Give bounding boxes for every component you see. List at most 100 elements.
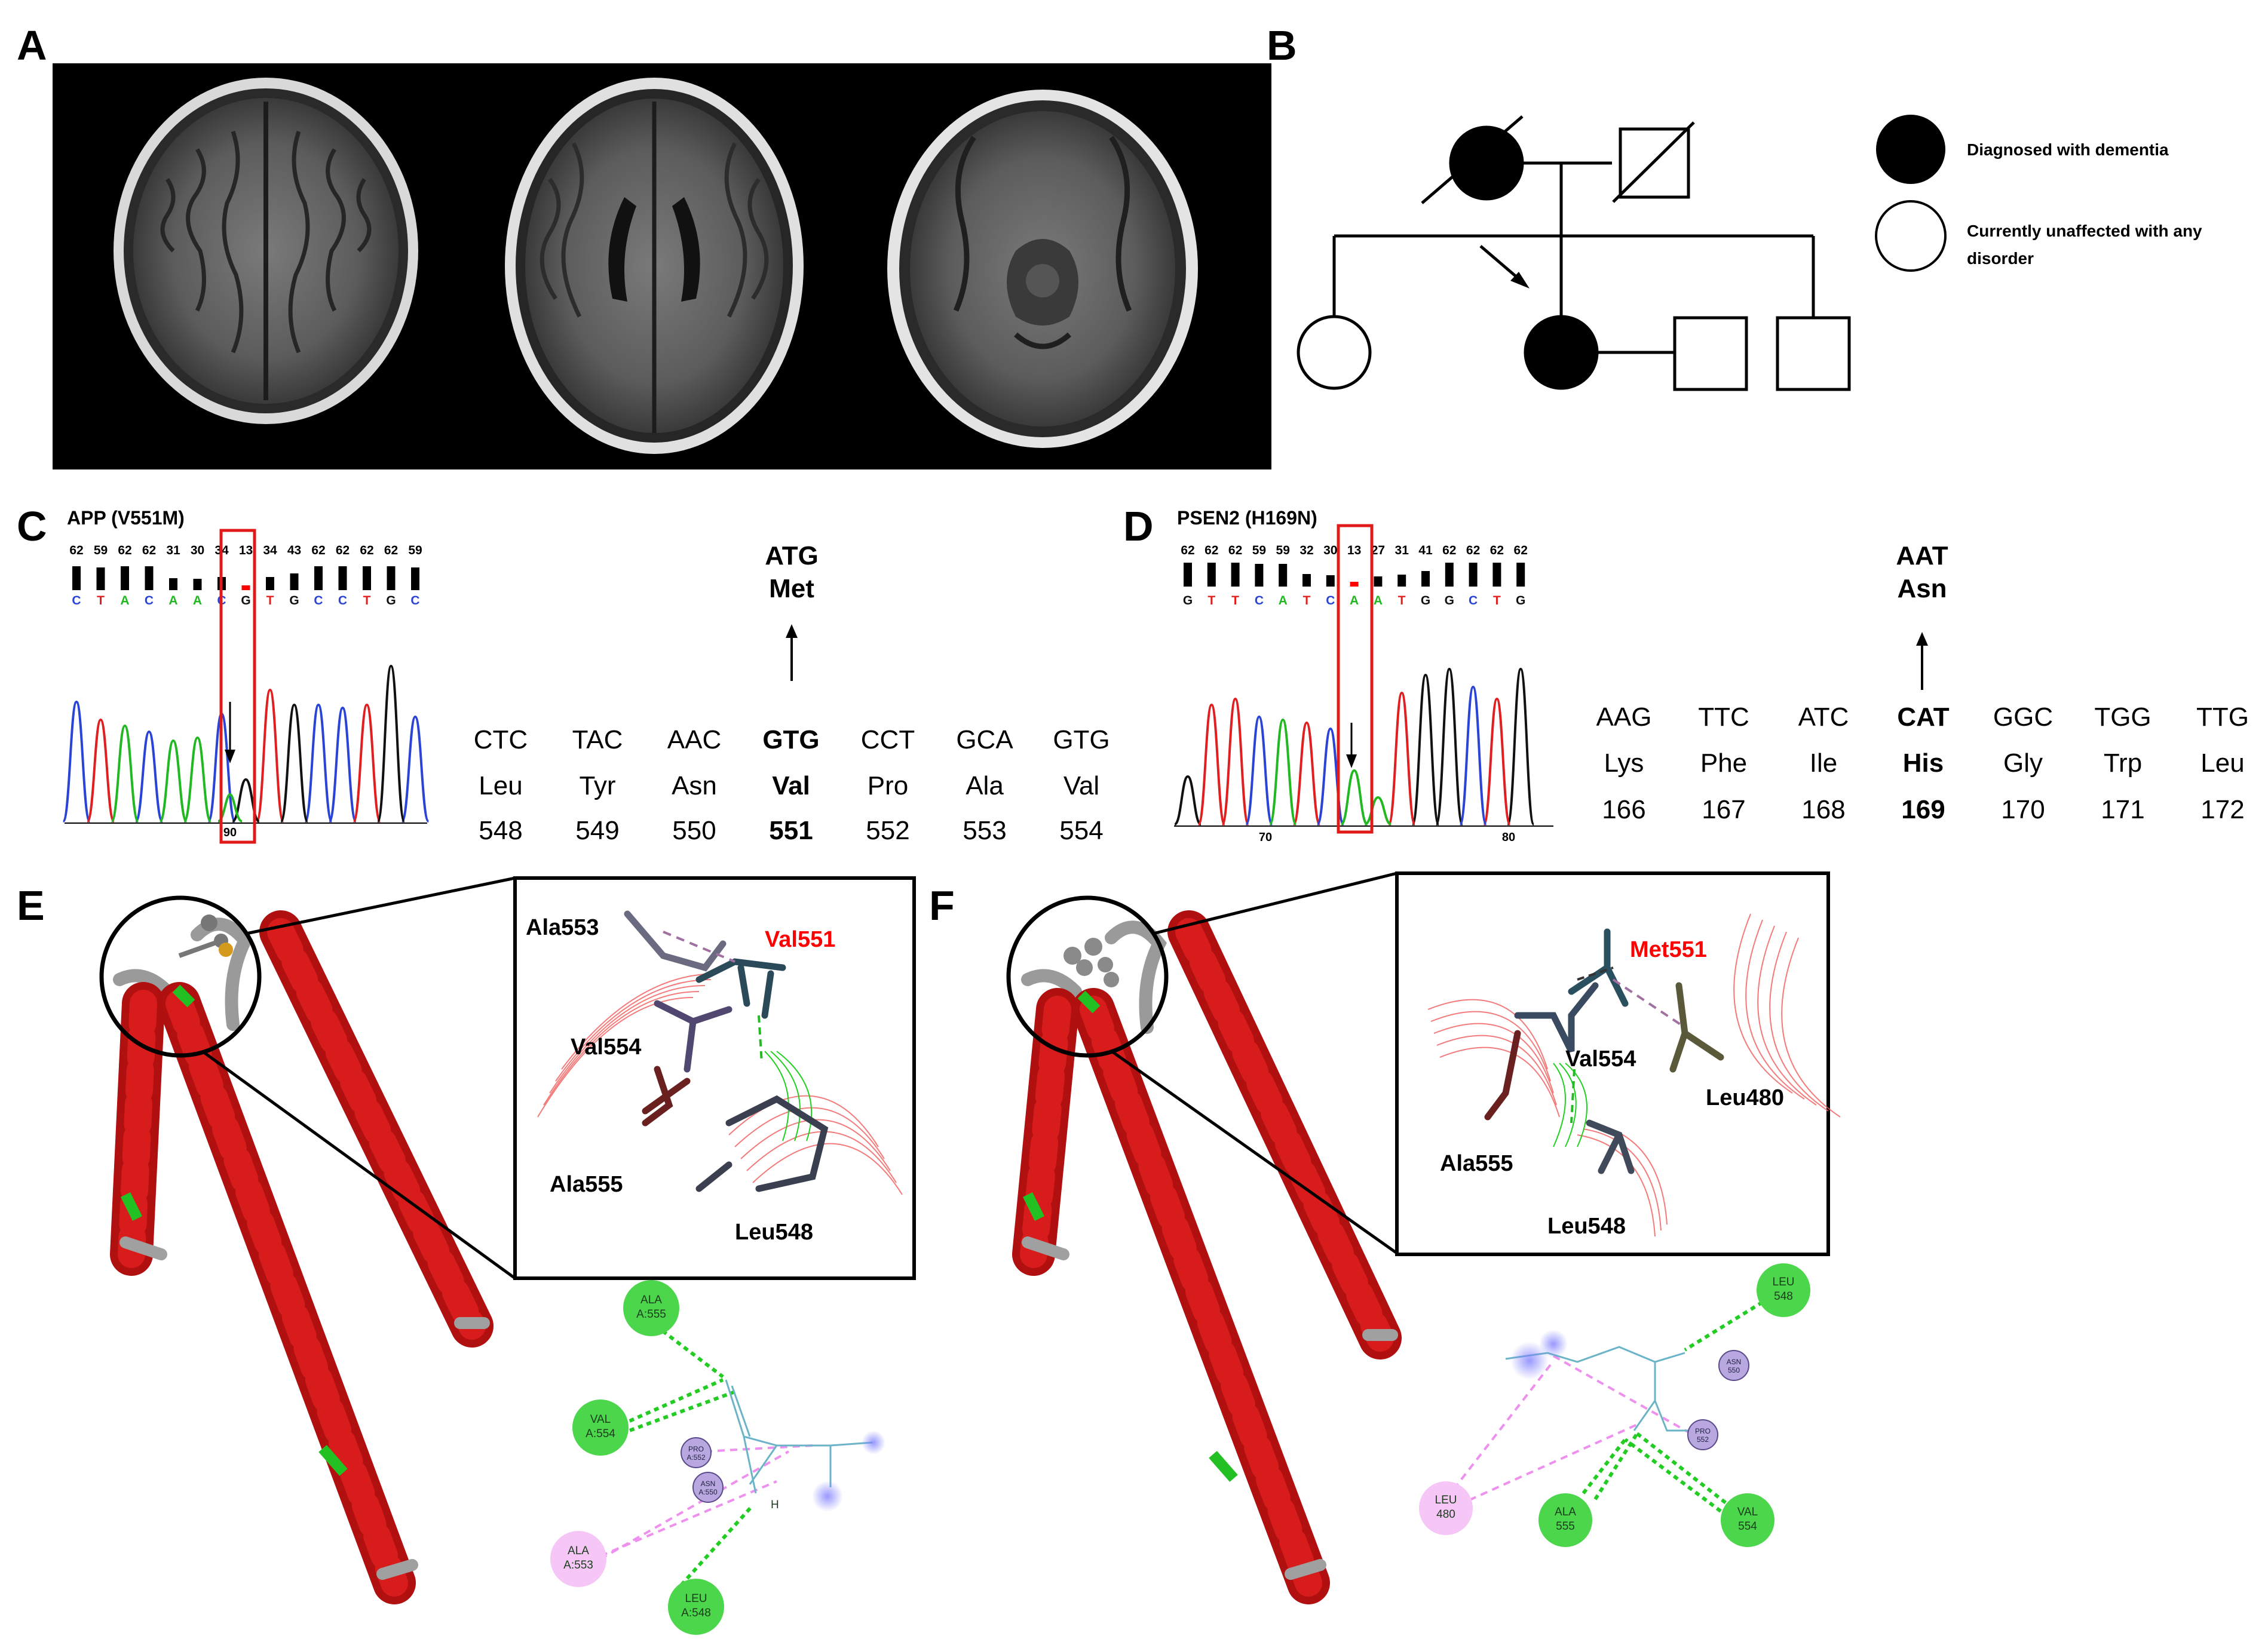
interaction-diagram-f: LEU 548 ASN 550 PRO 552 LEU 480 ALA 555 … — [1419, 1263, 1810, 1547]
quality-bar — [1279, 564, 1288, 587]
svg-text:ALA: ALA — [1555, 1506, 1576, 1518]
svg-text:548: 548 — [1774, 1290, 1793, 1303]
quality-bar — [1492, 563, 1501, 587]
amino-acid: Leu — [479, 771, 522, 800]
quality-bar — [1326, 575, 1335, 587]
trace-peak-T — [255, 688, 285, 822]
quality-bar — [266, 577, 274, 590]
quality-score: 59 — [1276, 544, 1290, 557]
codon: CCT — [861, 725, 915, 754]
base-call: C — [314, 594, 323, 607]
quality-bar — [145, 566, 154, 590]
quality-score: 62 — [311, 544, 325, 557]
svg-text:LEU: LEU — [1435, 1494, 1457, 1506]
quality-bar — [1231, 563, 1240, 587]
mutation-highlight-box-d — [1337, 524, 1374, 834]
residue-position: 172 — [2200, 795, 2244, 824]
legend-unaffected-label: Currently unaffected with any — [1967, 222, 2202, 240]
quality-bar — [1302, 574, 1311, 587]
residue-position: 171 — [2101, 795, 2144, 824]
panel-label-f: F — [929, 882, 955, 929]
residue-node-leu480-f: LEU 480 — [1419, 1481, 1473, 1535]
quality-score: 62 — [1442, 544, 1456, 557]
quality-bar — [363, 566, 371, 590]
quality-scores-d: 62G62T62T59C59A32T30C13A27A31T41G62G62C6… — [1181, 544, 1528, 607]
mri-panel — [53, 63, 1271, 469]
base-call: G — [241, 594, 250, 607]
base-call: G — [1421, 594, 1430, 607]
male-sibling — [1776, 316, 1851, 391]
trace-peak-C — [1245, 715, 1274, 825]
trace-peak-T — [1197, 703, 1226, 825]
svg-text:550: 550 — [1728, 1366, 1740, 1374]
residue-node-ala553: ALA A:553 — [550, 1531, 606, 1587]
quality-score: 62 — [1228, 544, 1242, 557]
quality-score: 59 — [94, 544, 108, 557]
trace-peak-T — [1292, 721, 1321, 825]
trace-peak-A — [1340, 769, 1369, 825]
codon: CAT — [1897, 702, 1949, 732]
residue-label-leu480: Leu480 — [1706, 1085, 1784, 1110]
base-call: C — [410, 594, 419, 607]
trace-peak-G — [1435, 667, 1464, 825]
quality-score: 62 — [1466, 544, 1480, 557]
codon: AAG — [1596, 702, 1652, 732]
residue-node-leu548: LEU A:548 — [668, 1579, 724, 1635]
mri-slice-1 — [114, 78, 418, 424]
quality-bar — [1516, 563, 1525, 587]
residue-node-pro552-f: PRO 552 — [1687, 1419, 1718, 1450]
base-call: C — [145, 594, 154, 607]
quality-score: 41 — [1418, 544, 1433, 557]
quality-score: 31 — [166, 544, 180, 557]
codon: GCA — [956, 725, 1013, 754]
quality-bar — [1374, 576, 1383, 587]
svg-text:A:552: A:552 — [686, 1453, 706, 1462]
amino-acid: Ile — [1810, 748, 1837, 778]
base-call: T — [1231, 594, 1239, 607]
quality-score: 30 — [191, 544, 204, 557]
svg-text:PRO: PRO — [688, 1445, 704, 1453]
proband-arrow — [1479, 245, 1519, 279]
codon: TTG — [2196, 702, 2249, 732]
trace-tick-c: 90 — [223, 826, 237, 839]
residue-position: 168 — [1801, 795, 1845, 824]
quality-score: 62 — [1514, 544, 1528, 557]
residue-position: 552 — [866, 816, 909, 845]
svg-text:554: 554 — [1738, 1520, 1757, 1533]
base-call: A — [1279, 594, 1288, 607]
quality-bar — [290, 573, 299, 590]
pedigree-legend: Diagnosed with dementia Currently unaffe… — [1875, 115, 2202, 272]
trace-peak-T — [86, 718, 115, 822]
trace-tick-80: 80 — [1502, 831, 1515, 844]
residue-label-leu548-f: Leu548 — [1547, 1214, 1626, 1239]
residue-node-val554-f: VAL 554 — [1721, 1493, 1774, 1547]
codon: TGG — [2094, 702, 2151, 732]
amino-acid: Pro — [868, 771, 908, 800]
svg-text:555: 555 — [1556, 1520, 1575, 1533]
base-call: T — [1493, 594, 1501, 607]
quality-score: 30 — [1323, 544, 1337, 557]
svg-text:480: 480 — [1436, 1508, 1455, 1521]
inset-e: Ala553 Val551 Val554 Ala555 Leu548 — [513, 876, 916, 1280]
codon: CTC — [474, 725, 528, 754]
residue-node-ala555-f: ALA 555 — [1538, 1493, 1592, 1547]
codon: AAC — [667, 725, 721, 754]
base-call: A — [120, 594, 129, 607]
mutation-highlight-box-c — [219, 529, 256, 844]
quality-bar — [1421, 571, 1430, 587]
amino-acid: Tyr — [579, 771, 615, 800]
quality-bar — [193, 579, 202, 590]
base-call: T — [1207, 594, 1215, 607]
legend-unaffected-symbol — [1875, 200, 1947, 272]
residue-node-asn550-f: ASN 550 — [1718, 1350, 1749, 1381]
quality-bar — [387, 566, 396, 590]
base-call: T — [266, 594, 274, 607]
svg-text:PRO: PRO — [1695, 1427, 1711, 1435]
trace-peak-C — [134, 730, 164, 822]
zoom-circle-f — [1006, 895, 1169, 1058]
helix-structure-f — [1006, 871, 1402, 1604]
residue-position: 554 — [1059, 816, 1103, 845]
base-call: A — [1374, 594, 1383, 607]
base-call: T — [97, 594, 105, 607]
residue-label-ala555-f: Ala555 — [1440, 1151, 1513, 1176]
